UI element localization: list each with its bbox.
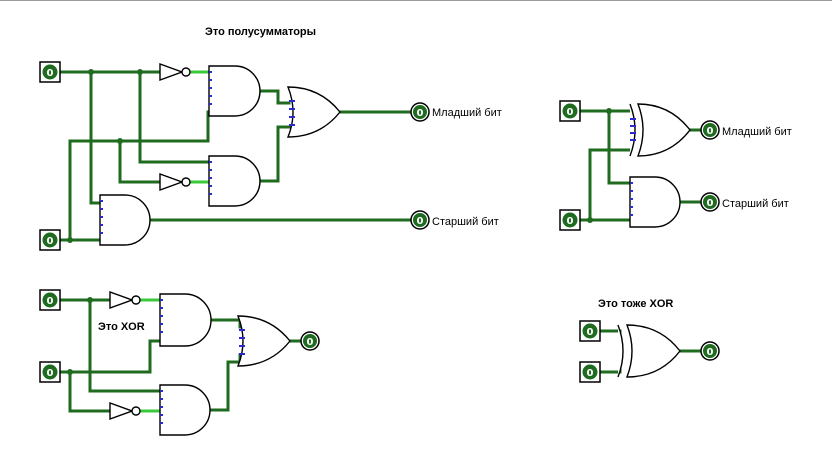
xor-gate (629, 103, 691, 157)
wire (68, 339, 162, 374)
junction-dot (137, 69, 143, 75)
input-pin-value: 0 (47, 368, 54, 379)
input-pin[interactable]: 0 (559, 209, 581, 231)
junction-dot (87, 297, 93, 303)
wire (138, 70, 210, 164)
junction-dot (67, 369, 73, 375)
junction-dot (117, 138, 123, 144)
output-pin-value: 0 (707, 198, 714, 209)
input-pin[interactable]: 0 (579, 361, 601, 383)
and-gate (159, 384, 211, 436)
not-gate (109, 291, 141, 309)
output-pin[interactable]: 0 (700, 192, 720, 212)
output-pin-value: 0 (307, 337, 314, 348)
input-pin-value: 0 (47, 236, 54, 247)
output-pin[interactable]: 0 (700, 341, 720, 361)
output-pin-value: 0 (417, 108, 424, 119)
input-pin[interactable]: 0 (39, 361, 61, 383)
output-pin-value: 0 (707, 126, 714, 137)
wire (118, 139, 162, 184)
xor-gate-circuit: 0 0 0 (579, 320, 720, 383)
input-pin[interactable]: 0 (559, 100, 581, 122)
and-gate (629, 176, 681, 228)
wire (578, 148, 632, 222)
and-gate (208, 65, 261, 117)
input-pin[interactable]: 0 (39, 61, 61, 83)
input-pin-value: 0 (567, 107, 574, 118)
output-pin-value: 0 (707, 347, 714, 358)
and-gate (99, 194, 151, 246)
output-pin[interactable]: 0 (300, 331, 320, 351)
label-high-bit: Старший бит (432, 216, 499, 228)
input-pin-value: 0 (587, 368, 594, 379)
wire (208, 353, 242, 412)
wire (89, 70, 103, 205)
junction-dot (67, 237, 73, 243)
input-pin-value: 0 (587, 327, 594, 338)
output-pin-value: 0 (417, 216, 424, 227)
wire (607, 109, 632, 185)
and-gate (208, 155, 261, 207)
input-pin[interactable]: 0 (39, 229, 61, 251)
wire (598, 362, 622, 374)
input-pin-value: 0 (567, 216, 574, 227)
not-gate (159, 173, 191, 191)
wire (58, 370, 112, 413)
output-pin[interactable]: 0 (410, 210, 430, 230)
input-pin-value: 0 (47, 68, 54, 79)
label-low-bit: Младший бит (722, 126, 792, 138)
input-pin-value: 0 (47, 296, 54, 307)
wire (88, 298, 162, 393)
not-gate (109, 402, 141, 420)
label-high-bit: Старший бит (722, 198, 789, 210)
wire (258, 89, 291, 105)
junction-dot (606, 108, 612, 114)
wire (258, 125, 291, 183)
half-adder-circuit-1: 0 0 0 Младший бит 0 Старший бит (39, 61, 502, 251)
xor-from-gates-circuit: 0 0 0 (39, 289, 320, 436)
half-adder-circuit-2: 0 0 0 Младший бит 0 Старший бит (559, 100, 792, 231)
heading-xor-note: Это XOR (98, 321, 145, 333)
output-pin[interactable]: 0 (410, 102, 430, 122)
wire (598, 329, 622, 339)
input-pin[interactable]: 0 (579, 320, 601, 342)
heading-also-xor: Это тоже XOR (598, 298, 673, 310)
wire (68, 139, 122, 242)
junction-dot (88, 69, 94, 75)
top-border (0, 0, 832, 1)
heading-half-adders: Это полусумматоры (205, 26, 316, 38)
xor-gate (617, 324, 681, 378)
junction-dot (587, 217, 593, 223)
not-gate (159, 63, 191, 81)
output-pin[interactable]: 0 (700, 120, 720, 140)
wire (118, 110, 210, 143)
input-pin[interactable]: 0 (39, 289, 61, 311)
and-gate (159, 293, 212, 347)
or-gate (236, 315, 291, 367)
label-low-bit: Младший бит (432, 107, 502, 119)
or-gate (286, 86, 341, 138)
wire (208, 318, 242, 329)
